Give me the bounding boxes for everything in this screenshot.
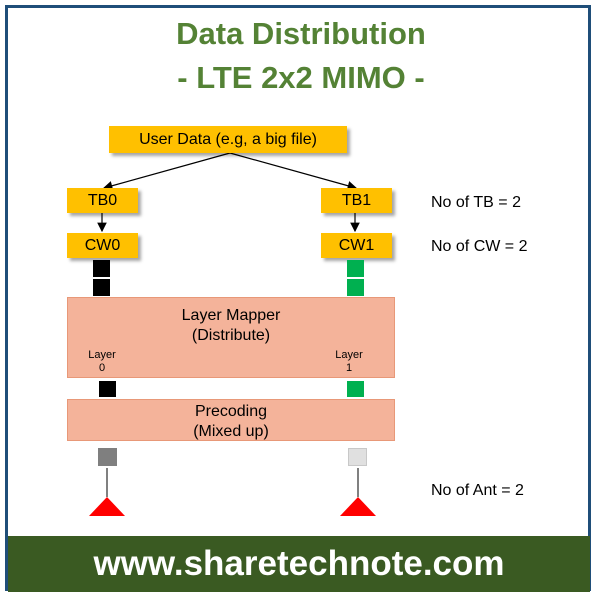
layer-0-data-block [99, 381, 116, 397]
cw1-data-block [347, 260, 364, 277]
antenna-0-icon [89, 497, 125, 516]
layer-mapper-block: Layer Mapper (Distribute) [67, 297, 395, 378]
arrow-userdata-to-tb0 [102, 152, 231, 191]
precoding-label: Precoding [194, 403, 268, 420]
layer-0-label: Layer 0 [82, 349, 122, 375]
layer-1-label-number: 1 [345, 362, 353, 374]
user-data-box: User Data (e.g, a big file) [109, 126, 347, 153]
antenna-1-signal-block [348, 448, 367, 466]
title-line-2: - LTE 2x2 MIMO - [177, 60, 425, 95]
cw0-data-block [93, 260, 110, 277]
tb0-box: TB0 [67, 188, 138, 213]
cw0-box: CW0 [67, 233, 138, 258]
note-tb-count: No of TB = 2 [431, 194, 521, 211]
antenna-0-signal-block [98, 448, 117, 466]
precoding-sublabel: (Mixed up) [193, 423, 269, 440]
layer-0-label-number: 0 [98, 362, 106, 374]
footer-website-banner: www.sharetechnote.com [8, 536, 590, 592]
cw0-data-block [93, 279, 110, 296]
title-line-1: Data Distribution [176, 16, 426, 51]
note-cw-count: No of CW = 2 [431, 238, 528, 255]
tb1-box: TB1 [321, 188, 392, 213]
arrow-userdata-to-tb1 [229, 152, 358, 191]
cw1-data-block [347, 279, 364, 296]
layer-mapper-sublabel: (Distribute) [191, 327, 271, 344]
layer-1-label: Layer 1 [329, 349, 369, 375]
layer-0-label-text: Layer [88, 349, 116, 361]
layer-1-data-block [347, 381, 364, 397]
antenna-1-icon [340, 497, 376, 516]
layer-mapper-label: Layer Mapper [181, 307, 281, 324]
precoding-block: Precoding (Mixed up) [67, 399, 395, 441]
note-ant-count: No of Ant = 2 [431, 482, 524, 499]
layer-1-label-text: Layer [335, 349, 363, 361]
cw1-box: CW1 [321, 233, 392, 258]
